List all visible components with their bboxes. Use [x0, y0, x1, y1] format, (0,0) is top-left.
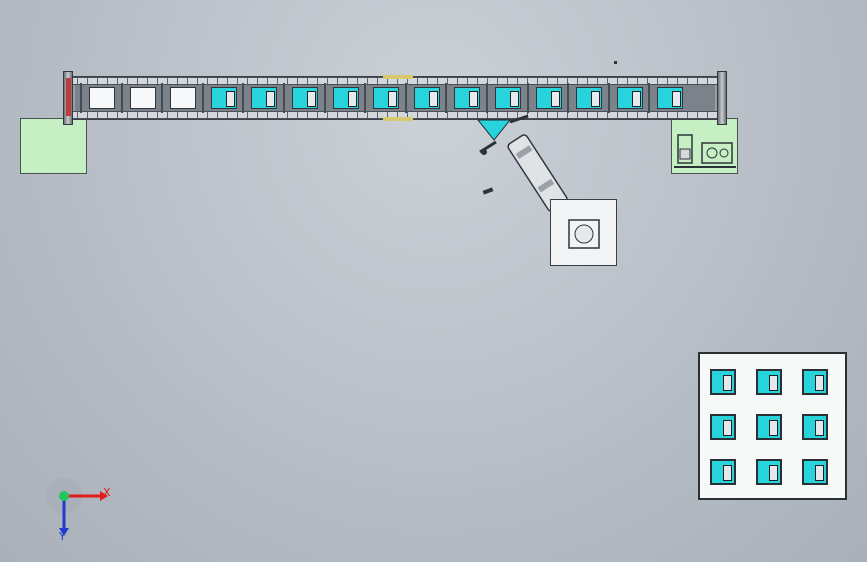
conveyor-divider [364, 83, 367, 113]
part-label-tag [307, 91, 316, 107]
part-label-tag [723, 465, 732, 481]
robot-gripper[interactable] [470, 112, 530, 162]
output-station-pad[interactable] [671, 118, 738, 174]
tray-part[interactable] [802, 414, 828, 440]
part-label-tag [723, 375, 732, 391]
part-label-tag [723, 420, 732, 436]
part-label-tag [815, 465, 824, 481]
conveyor-part[interactable] [292, 87, 318, 109]
conveyor-divider [526, 83, 529, 113]
part-label-tag [510, 91, 519, 107]
conveyor-divider [445, 83, 448, 113]
conveyor-divider [323, 83, 326, 113]
output-tray[interactable] [698, 352, 847, 500]
conveyor-part[interactable] [616, 87, 643, 109]
conveyor-part[interactable] [413, 87, 440, 109]
conveyor-part[interactable] [332, 87, 359, 109]
conveyor-divider [80, 83, 82, 113]
conveyor-divider [283, 83, 285, 113]
part-label-tag [550, 91, 560, 107]
axis-triad [46, 478, 108, 536]
part-label-tag [769, 465, 778, 481]
tray-part[interactable] [756, 414, 782, 440]
x-axis-arrow [100, 491, 108, 501]
part-label-tag [631, 91, 641, 107]
tray-part[interactable] [802, 459, 828, 485]
y-axis-label: Y [59, 530, 66, 543]
conveyor-empty-slot[interactable] [170, 87, 197, 109]
conveyor-right-roller[interactable] [717, 71, 727, 125]
part-label-tag [672, 91, 682, 107]
z-axis-dot [59, 491, 69, 501]
conveyor-divider [648, 83, 651, 113]
part-label-tag [225, 91, 235, 107]
tray-part[interactable] [710, 414, 736, 440]
tray-part[interactable] [710, 459, 736, 485]
conveyor-divider [486, 83, 488, 113]
part-label-tag [266, 91, 276, 107]
conveyor-clamp-top [383, 75, 413, 79]
conveyor-divider [607, 83, 610, 113]
conveyor-belt[interactable] [63, 71, 727, 125]
conveyor-part[interactable] [210, 87, 237, 109]
conveyor-divider [567, 83, 570, 113]
part-label-tag [428, 91, 438, 107]
part-label-tag [388, 91, 398, 107]
conveyor-divider [201, 83, 204, 113]
conveyor-divider [161, 83, 164, 113]
part-label-tag [815, 420, 824, 436]
input-station-pad[interactable] [20, 118, 87, 174]
x-axis-label: X [103, 486, 111, 499]
output-station-machinery [674, 134, 736, 168]
small-fastener [482, 187, 494, 195]
tray-part[interactable] [802, 369, 828, 395]
part-label-tag [769, 375, 778, 391]
conveyor-left-stop [66, 78, 71, 116]
part-label-tag [769, 420, 778, 436]
y-axis-arrow [59, 528, 69, 536]
part-label-tag [815, 375, 824, 391]
part-label-tag [469, 91, 479, 107]
conveyor-clamp-bottom [383, 117, 413, 121]
tray-part[interactable] [756, 369, 782, 395]
conveyor-divider [242, 83, 245, 113]
conveyor-part[interactable] [657, 87, 684, 109]
conveyor-part[interactable] [495, 87, 521, 109]
conveyor-part[interactable] [251, 87, 278, 109]
conveyor-part[interactable] [535, 87, 562, 109]
small-marker [614, 61, 617, 64]
tray-part[interactable] [756, 459, 782, 485]
part-label-tag [591, 91, 601, 107]
conveyor-empty-slot[interactable] [89, 87, 115, 109]
conveyor-part[interactable] [576, 87, 603, 109]
conveyor-part[interactable] [373, 87, 400, 109]
conveyor-divider [120, 83, 123, 113]
tray-part[interactable] [710, 369, 736, 395]
conveyor-empty-slot[interactable] [129, 87, 156, 109]
conveyor-part[interactable] [454, 87, 481, 109]
robot-base-joint [568, 219, 600, 249]
robot-base-plate[interactable] [550, 199, 617, 266]
part-label-tag [347, 91, 357, 107]
conveyor-divider [404, 83, 407, 113]
